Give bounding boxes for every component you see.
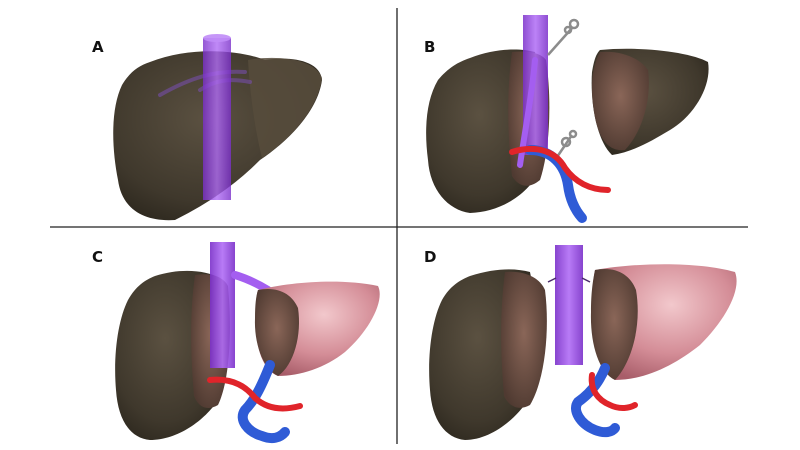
hepatic-artery xyxy=(588,372,638,411)
vascular-clamp-upper xyxy=(547,18,580,56)
liver-right-lobe xyxy=(248,57,322,158)
hepatic-artery xyxy=(207,376,303,412)
inferior-vena-cava xyxy=(210,242,235,368)
graft-cut-surface xyxy=(590,268,638,380)
recipient-cut-surface xyxy=(501,271,547,408)
hepatic-artery xyxy=(509,146,611,193)
explanted-cut-surface xyxy=(592,51,649,151)
graft-cut-surface xyxy=(254,288,300,376)
portal-vein xyxy=(571,363,620,438)
inferior-vena-cava xyxy=(203,38,231,200)
panel-label-b: B xyxy=(424,38,435,56)
panel-c: C xyxy=(92,242,380,444)
vena-cava-top xyxy=(203,34,231,42)
portal-vein xyxy=(237,360,290,444)
anastomosis-sutures xyxy=(547,277,591,283)
panel-label-c: C xyxy=(92,248,103,266)
panel-label-d: D xyxy=(424,248,436,266)
panel-a: A xyxy=(92,34,323,221)
panel-label-a: A xyxy=(92,38,104,56)
panel-b: B xyxy=(424,15,709,223)
hepatic-vein xyxy=(517,57,538,168)
inferior-vena-cava xyxy=(555,245,583,365)
hepatic-vein-anastomosis xyxy=(231,271,272,294)
panel-d: D xyxy=(424,245,737,440)
